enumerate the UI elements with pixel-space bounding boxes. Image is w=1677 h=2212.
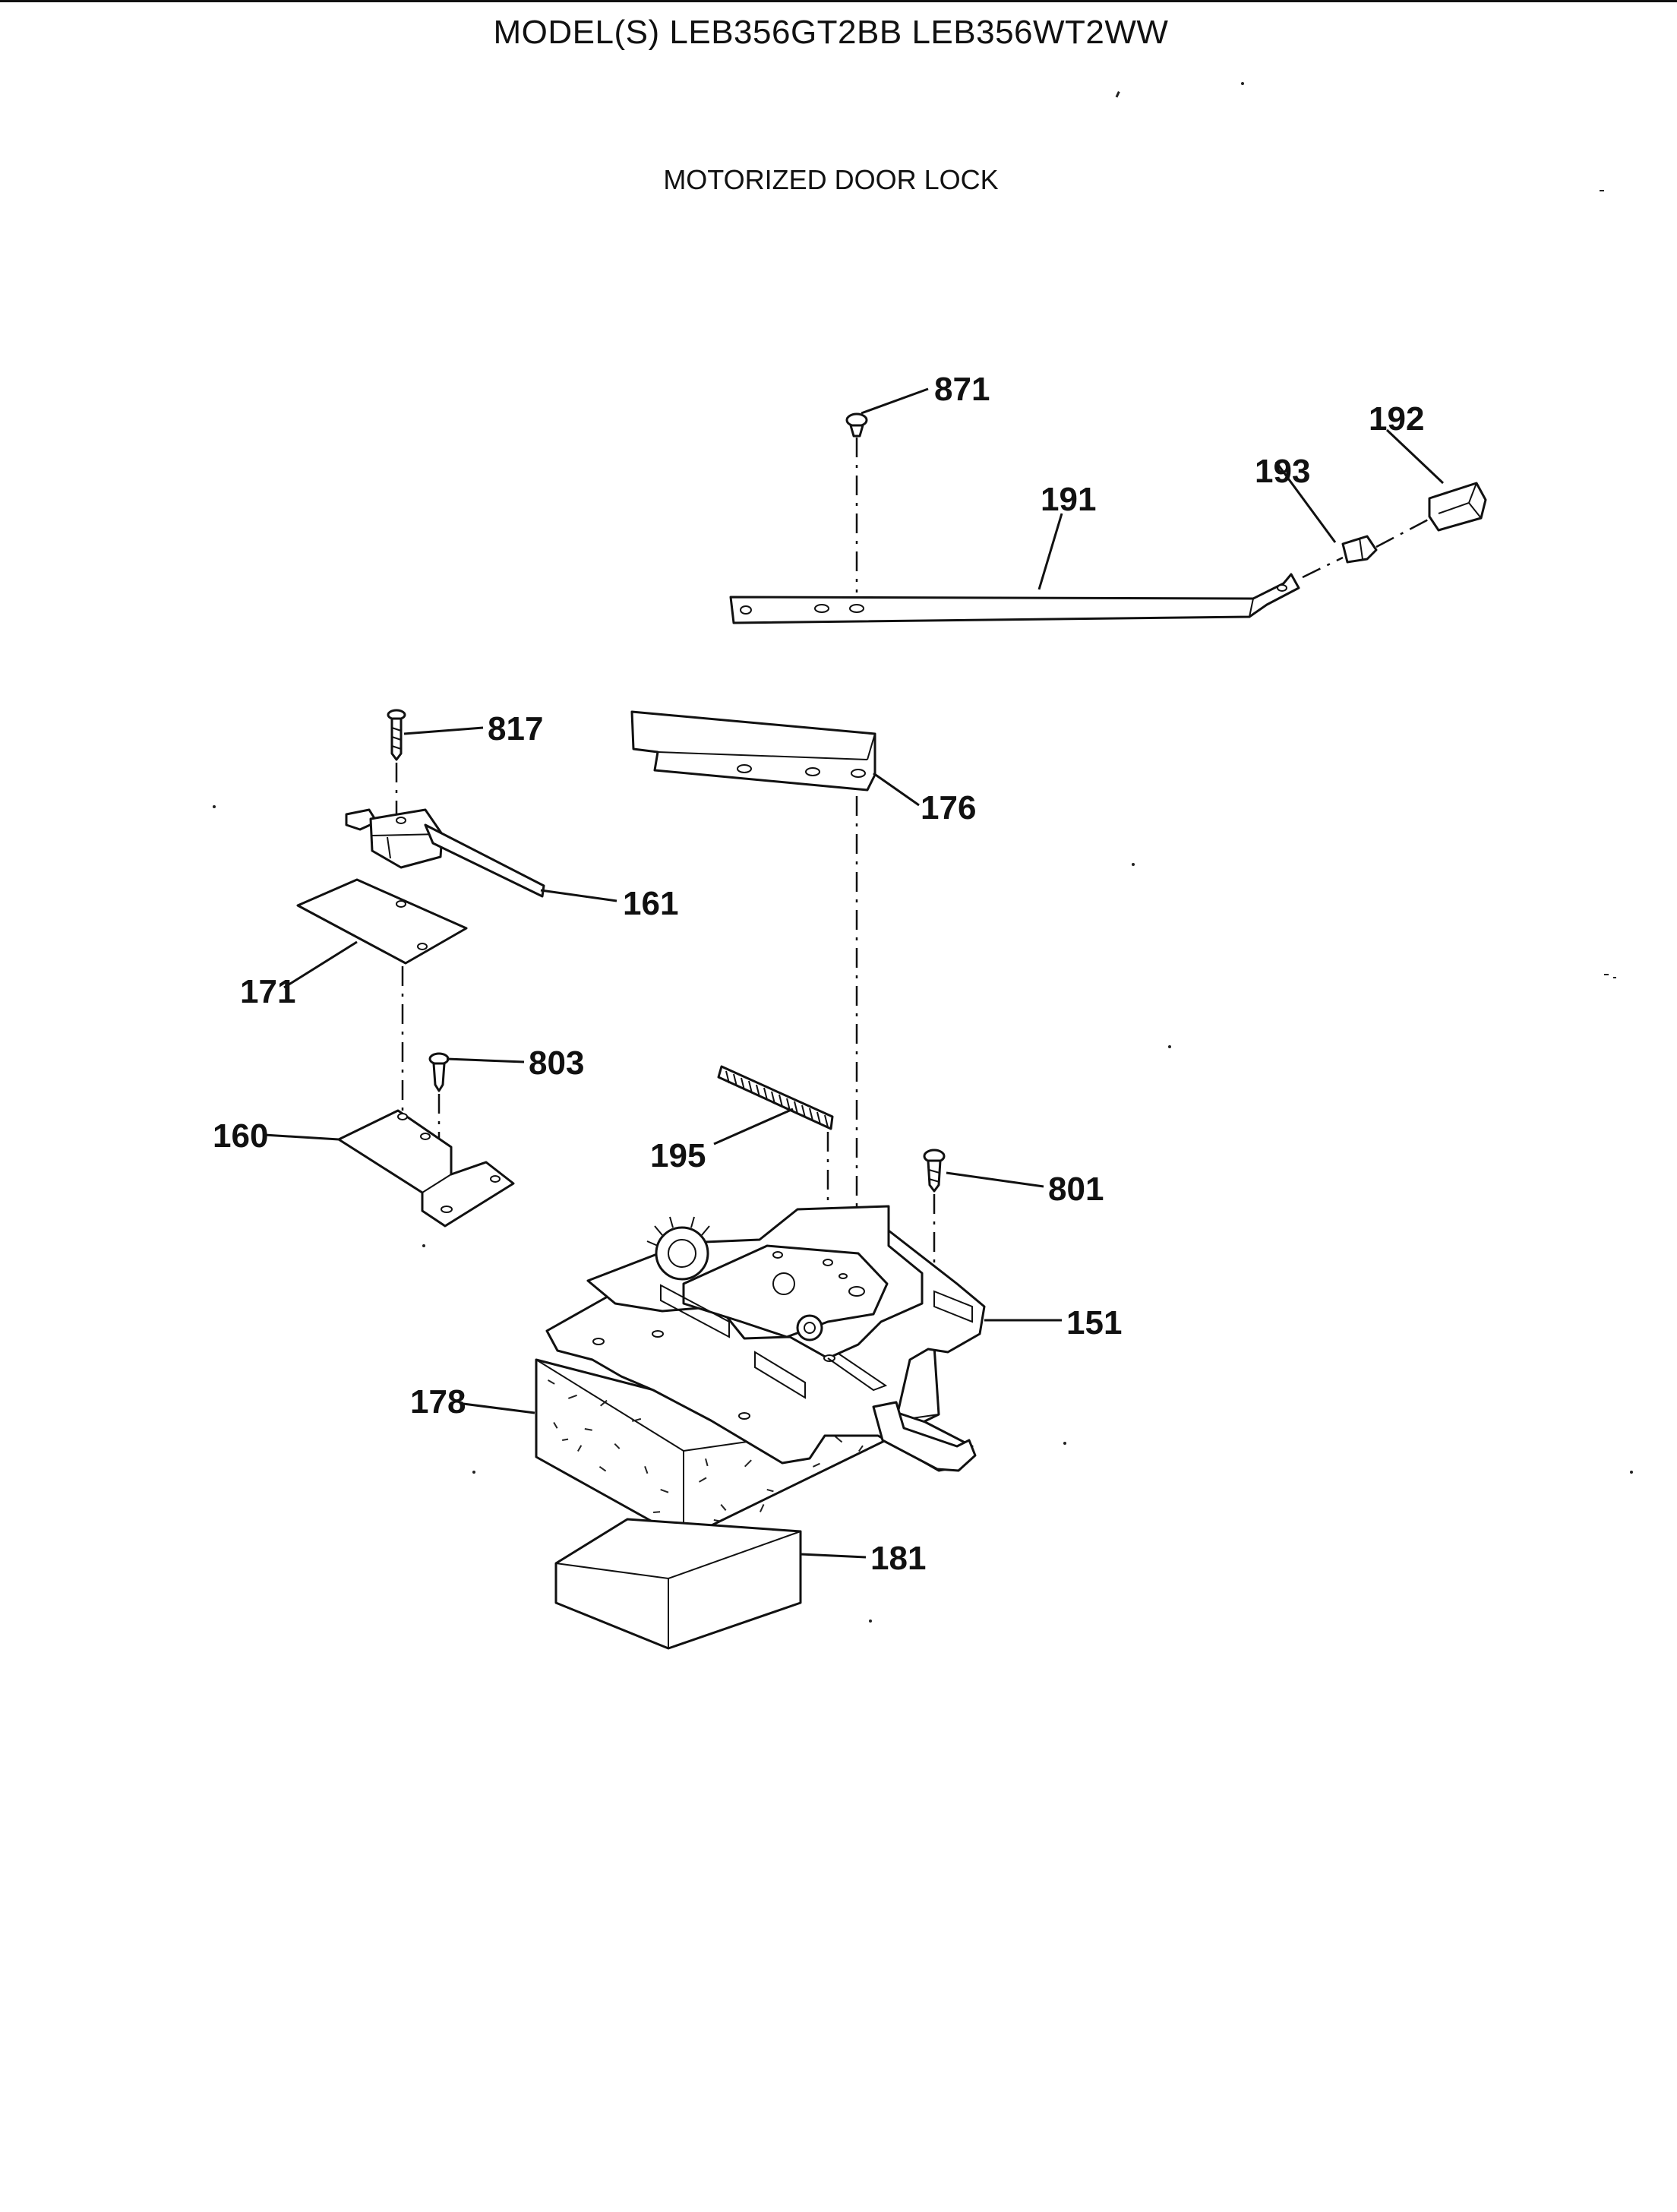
callout-160: 160 — [213, 1117, 268, 1155]
callout-labels: 871 192 193 191 817 176 161 171 803 160 … — [213, 371, 1424, 1577]
callout-193: 193 — [1255, 453, 1310, 490]
part-803-screw — [428, 1052, 450, 1092]
part-151-lock-base — [545, 1205, 986, 1472]
callout-817: 817 — [488, 710, 543, 747]
callout-192: 192 — [1369, 400, 1424, 438]
part-871-screw — [845, 412, 868, 438]
callout-195: 195 — [650, 1137, 706, 1174]
part-195-spring — [717, 1065, 834, 1130]
callout-803: 803 — [529, 1044, 584, 1082]
callout-191: 191 — [1041, 481, 1096, 518]
part-176-bracket — [630, 710, 876, 792]
callout-871: 871 — [934, 371, 990, 408]
scan-marks — [213, 82, 1633, 1623]
callout-178: 178 — [410, 1383, 466, 1420]
part-192-knob — [1428, 482, 1487, 532]
section-title: MOTORIZED DOOR LOCK — [663, 164, 999, 195]
callout-801: 801 — [1048, 1171, 1104, 1208]
part-801-screw — [923, 1149, 946, 1193]
part-191-lock-arm — [729, 573, 1300, 624]
guide-line-193 — [1302, 556, 1344, 579]
callout-161: 161 — [623, 885, 678, 922]
callout-151: 151 — [1066, 1304, 1122, 1341]
part-161-switch — [345, 808, 545, 898]
part-817-screw — [387, 709, 406, 761]
part-160-bracket — [337, 1109, 515, 1228]
model-header: MODEL(S) LEB356GT2BB LEB356WT2WW — [493, 14, 1169, 51]
leader-lines — [264, 387, 1445, 1559]
part-193-clip — [1341, 535, 1378, 564]
callout-176: 176 — [921, 789, 976, 826]
callout-181: 181 — [870, 1540, 926, 1577]
part-171-insulator — [296, 878, 468, 965]
top-rule — [0, 0, 1677, 2]
callout-171: 171 — [240, 973, 295, 1010]
part-181-cover — [554, 1518, 802, 1650]
guide-line-192 — [1375, 515, 1435, 548]
